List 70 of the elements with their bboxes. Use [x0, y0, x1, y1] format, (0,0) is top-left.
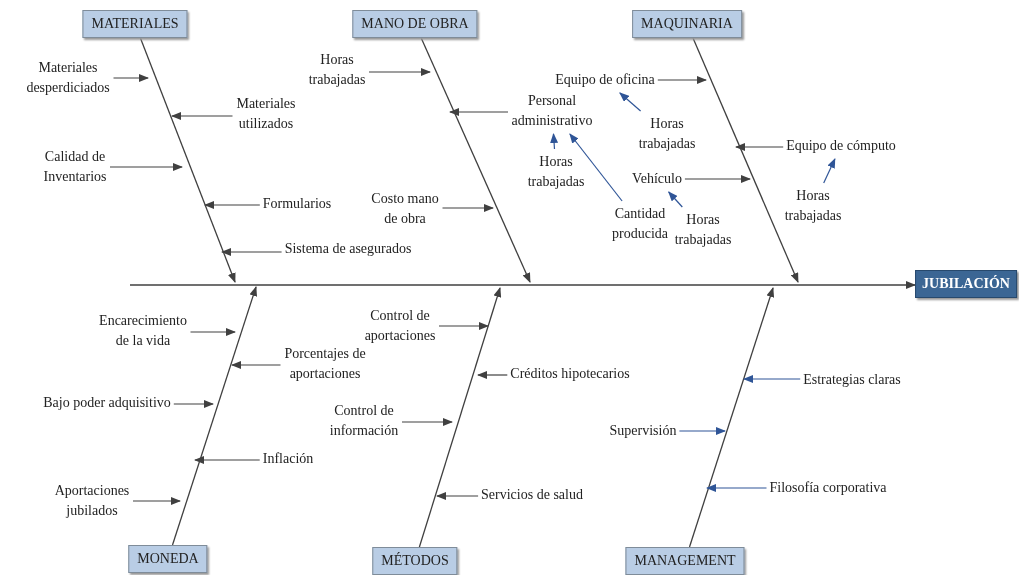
arrow	[109, 163, 183, 171]
cause-label: Materiales utilizados	[235, 94, 297, 134]
bone-arrow	[139, 37, 236, 283]
arrow	[550, 133, 559, 150]
category-box: MATERIALES	[82, 10, 188, 38]
cause-label: Vehículo	[632, 169, 682, 189]
arrow	[743, 375, 801, 383]
arrow	[668, 191, 683, 208]
bone-arrow	[420, 37, 531, 283]
category-box: MAQUINARIA	[632, 10, 742, 38]
cause-label: Horas trabajadas	[638, 114, 696, 154]
arrow	[657, 76, 707, 84]
arrow	[221, 248, 283, 256]
arrow	[194, 456, 261, 464]
arrow	[735, 143, 784, 151]
cause-label: Horas trabajadas	[308, 50, 366, 90]
cause-label: Supervisión	[609, 421, 677, 441]
arrow	[112, 74, 149, 82]
cause-label: Control de información	[329, 401, 399, 441]
arrow	[449, 108, 509, 116]
arrow	[173, 400, 214, 408]
cause-label: Porcentajes de aportaciones	[283, 344, 367, 384]
arrow	[684, 175, 751, 183]
cause-label: Equipo de oficina	[555, 70, 655, 90]
category-box: MANO DE OBRA	[352, 10, 478, 38]
arrow	[204, 201, 261, 209]
cause-label: Materiales desperdiciados	[25, 58, 111, 98]
category-box: MÉTODOS	[372, 547, 458, 575]
category-box: MANAGEMENT	[625, 547, 745, 575]
cause-label: Formularios	[262, 194, 332, 214]
cause-label: Filosofía corporativa	[769, 478, 887, 498]
arrow	[436, 492, 479, 500]
bone-arrow	[688, 287, 775, 548]
arrow	[678, 427, 726, 435]
bone-arrow	[171, 286, 258, 546]
arrow	[569, 133, 623, 202]
cause-label: Créditos hipotecarios	[510, 364, 630, 384]
cause-label: Calidad de Inventarios	[43, 147, 107, 187]
cause-label: Horas trabajadas	[527, 152, 585, 192]
cause-label: Bajo poder adquisitivo	[43, 393, 171, 413]
arrow	[171, 112, 234, 120]
cause-label: Sistema de asegurados	[284, 239, 412, 259]
cause-label: Horas trabajadas	[784, 186, 842, 226]
spine-arrow	[129, 281, 916, 289]
arrow	[477, 371, 508, 379]
cause-label: Servicios de salud	[481, 485, 583, 505]
bone-arrow	[692, 37, 799, 283]
arrow	[368, 68, 431, 76]
cause-label: Encarecimiento de la vida	[98, 311, 188, 351]
arrow	[619, 92, 642, 112]
cause-label: Horas trabajadas	[674, 210, 732, 250]
arrow	[823, 158, 836, 184]
arrow	[189, 328, 236, 336]
effect-box: JUBILACIÓN	[915, 270, 1017, 298]
cause-label: Estrategias claras	[803, 370, 901, 390]
arrow	[401, 418, 453, 426]
arrow	[441, 204, 494, 212]
arrow	[231, 361, 282, 369]
arrow	[132, 497, 181, 505]
cause-label: Cantidad producida	[611, 204, 669, 244]
cause-label: Personal administrativo	[511, 91, 593, 131]
arrow	[706, 484, 768, 492]
cause-label: Control de aportaciones	[364, 306, 436, 346]
arrow	[438, 322, 489, 330]
cause-label: Costo mano de obra	[370, 189, 440, 229]
cause-label: Aportaciones jubilados	[54, 481, 130, 521]
category-box: MONEDA	[128, 545, 208, 573]
cause-label: Equipo de cómputo	[786, 136, 896, 156]
bone-arrow	[418, 287, 502, 548]
cause-label: Inflación	[262, 449, 314, 469]
